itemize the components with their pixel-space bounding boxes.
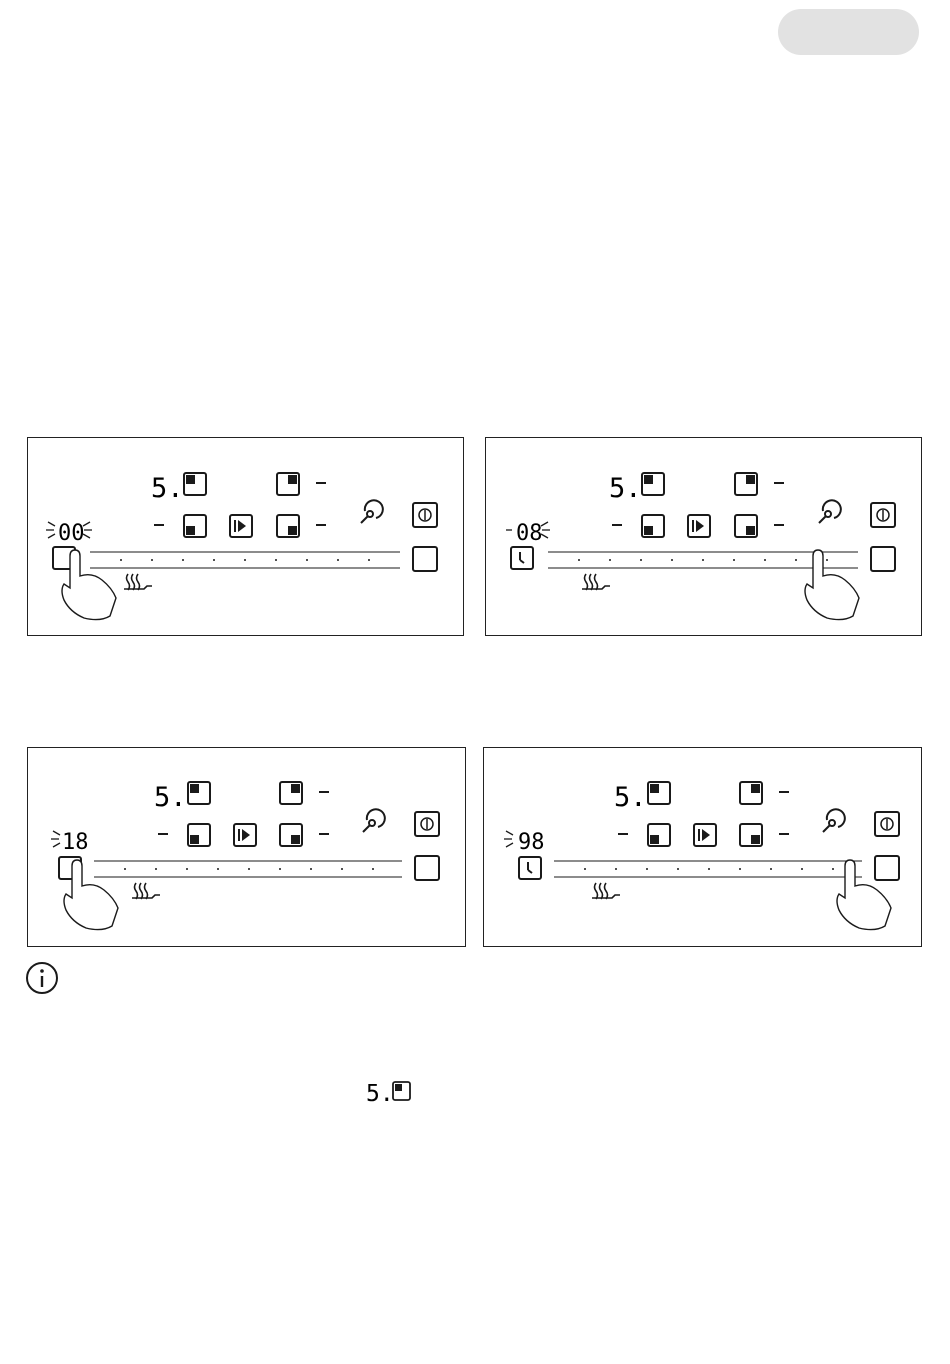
timer-display: 18	[62, 830, 89, 855]
control-panel-diagram: 5.	[484, 748, 921, 946]
zone-level-display: 5.	[154, 782, 187, 813]
slider-ticks	[124, 868, 374, 870]
info-icon	[24, 960, 60, 996]
slider-ticks	[578, 559, 828, 561]
control-panel-diagram: 5.	[486, 438, 921, 635]
keep-warm-icon	[582, 574, 610, 590]
finger-pointer-icon	[62, 550, 116, 620]
inline-zone-level: 5.	[366, 1081, 394, 1106]
control-panel-step-2: 5.	[485, 437, 922, 636]
timer-display: 00	[58, 521, 85, 546]
zone-level-display: 5.	[151, 473, 184, 504]
play-icon	[238, 520, 246, 532]
control-panel-step-4: 5.	[483, 747, 922, 947]
lock-icon	[819, 500, 841, 523]
control-panel-step-3: 5.	[27, 747, 466, 947]
blink-indicator	[51, 831, 60, 847]
lock-icon	[823, 809, 845, 832]
language-tab	[778, 9, 919, 55]
slider-ticks	[120, 559, 370, 561]
extra-key[interactable]	[875, 856, 899, 880]
timer-key[interactable]	[511, 547, 533, 569]
inline-zone-symbol: 5.	[366, 1078, 416, 1106]
play-icon	[242, 829, 250, 841]
timer-display: 98	[518, 830, 545, 855]
timer-display: 08	[516, 521, 543, 546]
control-panel-diagram: 5.	[28, 748, 465, 946]
extra-key[interactable]	[415, 856, 439, 880]
extra-key[interactable]	[871, 547, 895, 571]
lock-icon	[363, 809, 385, 832]
finger-pointer-icon	[837, 860, 891, 930]
zone-marker-icon	[186, 526, 195, 535]
finger-pointer-icon	[64, 860, 118, 930]
control-panel-step-1: 5.	[27, 437, 464, 636]
keep-warm-icon	[124, 574, 152, 590]
finger-pointer-icon	[805, 550, 859, 620]
play-icon	[702, 829, 710, 841]
zone-marker-icon	[288, 526, 297, 535]
blink-indicator	[504, 831, 513, 847]
slider-ticks	[584, 868, 834, 870]
play-icon	[696, 520, 704, 532]
zone-level-display: 5.	[609, 473, 642, 504]
keep-warm-icon	[592, 883, 620, 899]
zone-level-display: 5.	[614, 782, 647, 813]
keep-warm-icon	[132, 883, 160, 899]
zone-marker-icon	[186, 475, 195, 484]
lock-icon	[361, 500, 383, 523]
extra-key[interactable]	[413, 547, 437, 571]
control-panel-diagram: 5.	[28, 438, 463, 635]
zone-marker-icon	[288, 475, 297, 484]
timer-key[interactable]	[519, 857, 541, 879]
